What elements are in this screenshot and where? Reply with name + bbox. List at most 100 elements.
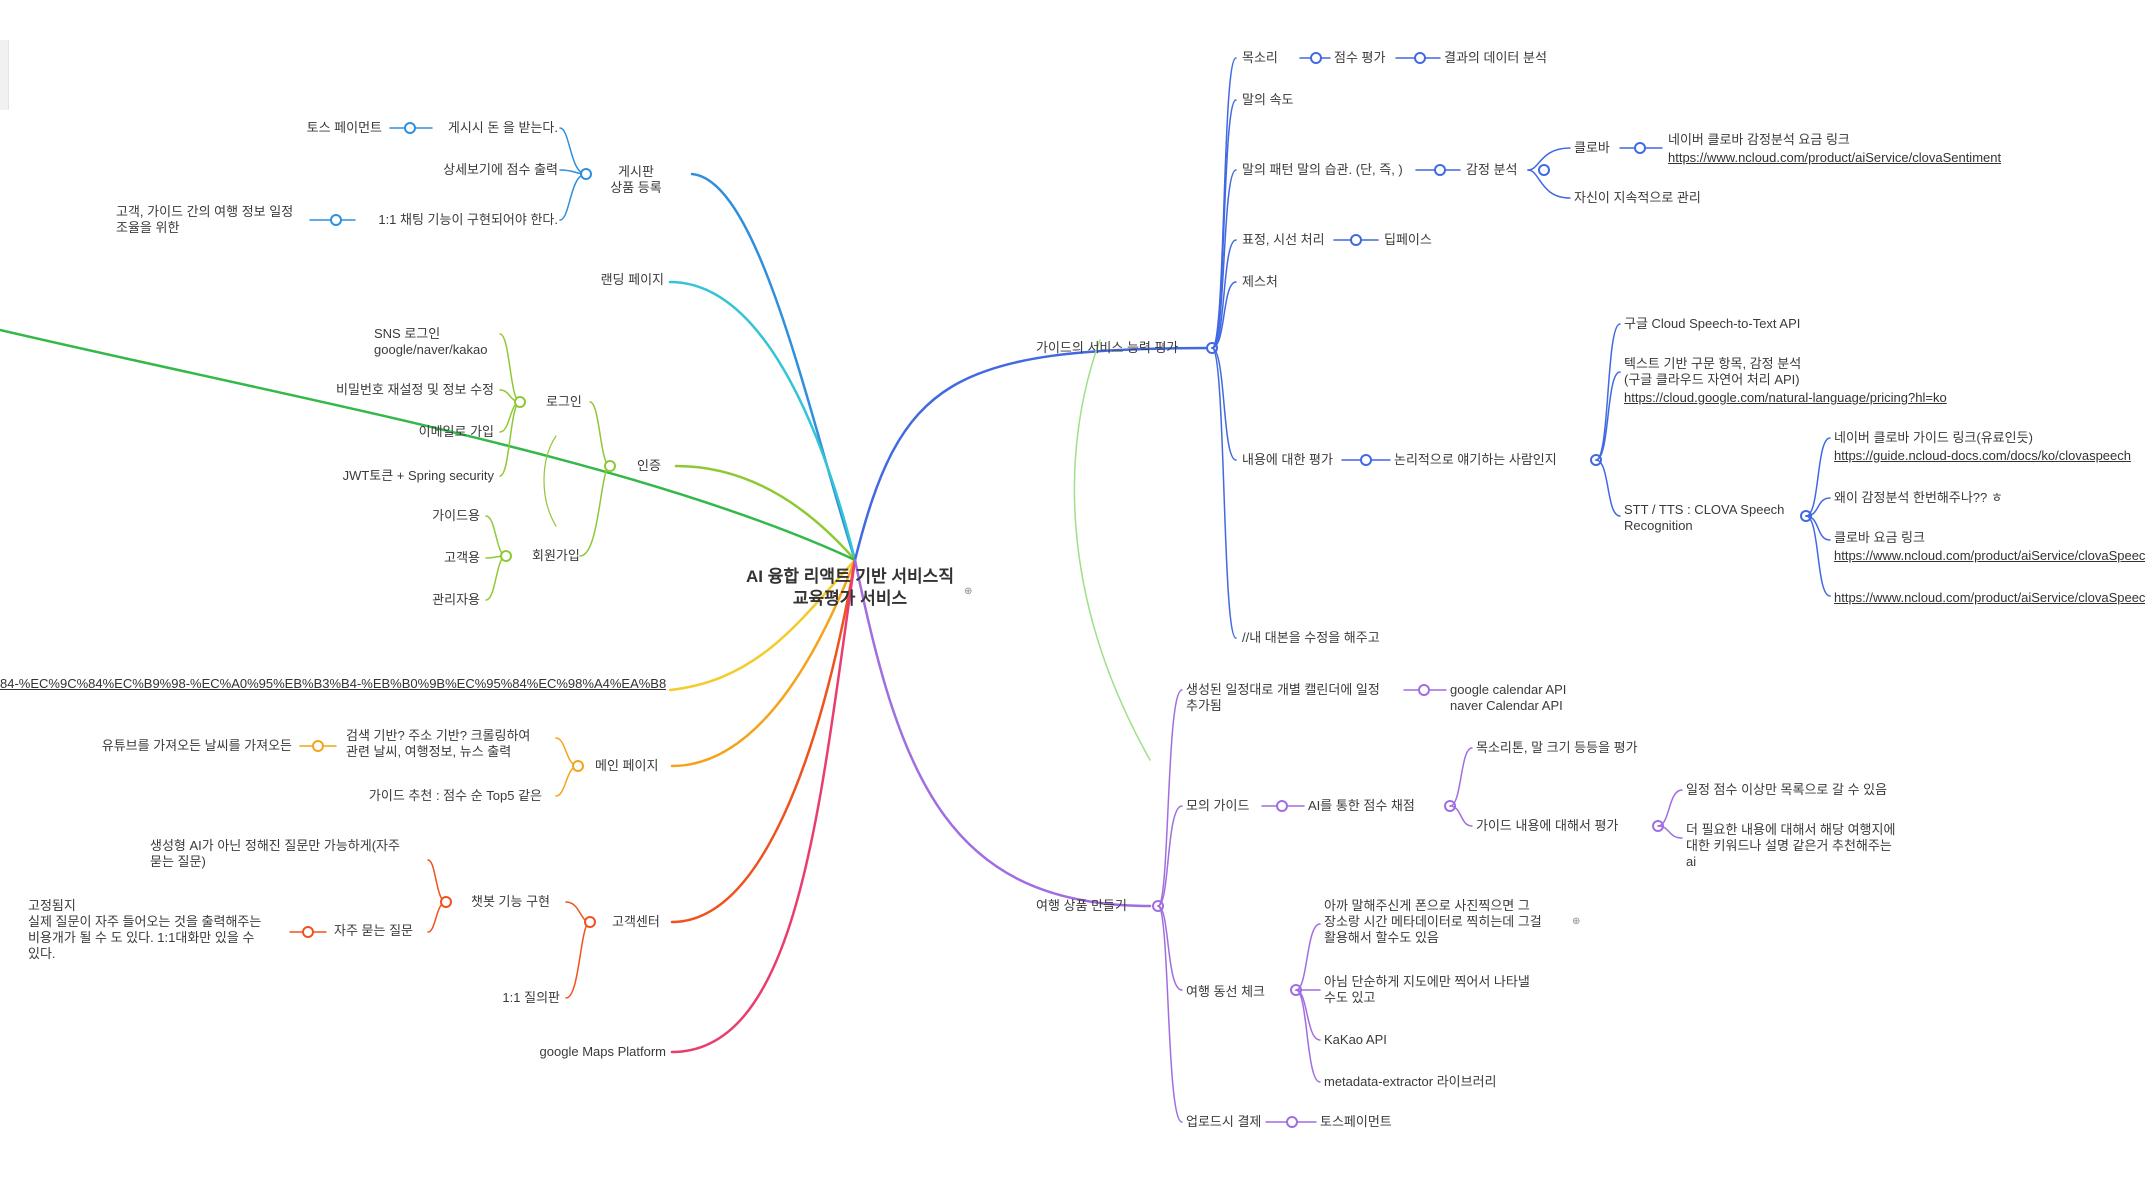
upload-payment[interactable]: 업로드시 결제 bbox=[1186, 1114, 1262, 1129]
content-eval[interactable]: 내용에 대한 평가 bbox=[1242, 452, 1333, 467]
url-link[interactable]: 84-%EC%9C%84%EC%B9%98-%EC%A0%95%EB%B3%B4… bbox=[0, 676, 666, 691]
clova[interactable]: 클로바 bbox=[1574, 140, 1610, 155]
voice-score[interactable]: 점수 평가 bbox=[1334, 50, 1386, 65]
faq[interactable]: 자주 묻는 질문 bbox=[334, 923, 413, 938]
google-maps[interactable]: google Maps Platform bbox=[539, 1044, 666, 1059]
voice[interactable]: 목소리 bbox=[1242, 50, 1278, 65]
collapse-node[interactable] bbox=[1350, 234, 1362, 246]
mock-guide[interactable]: 모의 가이드 bbox=[1186, 798, 1250, 813]
clova-link[interactable]: https://www.ncloud.com/product/aiService… bbox=[1668, 150, 2002, 165]
clova-guide-link[interactable]: https://guide.ncloud-docs.com/docs/ko/cl… bbox=[1834, 448, 2132, 463]
clova-guide-title[interactable]: 네이버 클로바 가이드 링크(유료인듯) bbox=[1834, 430, 2033, 445]
board-item-chat[interactable]: 1:1 채팅 기능이 구현되어야 한다. bbox=[378, 212, 558, 227]
board-topic[interactable]: 게시판 상품 등록 bbox=[610, 164, 662, 195]
clova-extra-link[interactable]: https://www.ncloud.com/product/aiService… bbox=[1834, 590, 2145, 605]
map-only[interactable]: 아님 단순하게 지도에만 찍어서 나타낼 수도 있고 bbox=[1324, 974, 1530, 1005]
main-recommend[interactable]: 가이드 추천 : 점수 순 Top5 같은 bbox=[368, 788, 542, 803]
signup-topic[interactable]: 회원가입 bbox=[532, 548, 580, 563]
main-page-topic[interactable]: 메인 페이지 bbox=[595, 758, 659, 773]
collapse-node[interactable] bbox=[312, 740, 324, 752]
collapse-node[interactable] bbox=[1634, 142, 1646, 154]
deepface[interactable]: 딥페이스 bbox=[1384, 232, 1432, 247]
sentiment-analysis[interactable]: 감정 분석 bbox=[1466, 162, 1518, 177]
toss-payment-travel[interactable]: 토스페이먼트 bbox=[1320, 1114, 1392, 1129]
collapse-node[interactable] bbox=[1418, 684, 1430, 696]
login-jwt[interactable]: JWT토큰 + Spring security bbox=[342, 468, 494, 483]
collapse-node[interactable] bbox=[514, 396, 526, 408]
chatbot[interactable]: 챗봇 기능 구현 bbox=[471, 894, 550, 909]
collapse-node[interactable] bbox=[604, 460, 616, 472]
metadata-extractor[interactable]: metadata-extractor 라이브러리 bbox=[1324, 1074, 1497, 1089]
clova-speech[interactable]: STT / TTS : CLOVA Speech Recognition bbox=[1624, 502, 1785, 533]
route-check[interactable]: 여행 동선 체크 bbox=[1186, 984, 1265, 999]
collapse-node[interactable] bbox=[1360, 454, 1372, 466]
collapse-node[interactable] bbox=[584, 916, 596, 928]
side-panel-tab[interactable] bbox=[0, 40, 9, 110]
google-nl[interactable]: 텍스트 기반 구문 항목, 감정 분석 (구글 클라우드 자연어 처리 API) bbox=[1624, 356, 1802, 387]
faq-note[interactable]: 고정됨지 실제 질문이 자주 들어오는 것을 출력해주는 비용개가 될 수 도 … bbox=[28, 898, 262, 961]
speech-pattern[interactable]: 말의 패턴 말의 습관. (단, 즉, ) bbox=[1242, 162, 1403, 177]
central-topic-line2[interactable]: 교육평가 서비스 bbox=[792, 589, 908, 608]
collapse-node[interactable] bbox=[1434, 164, 1446, 176]
collapse-node[interactable] bbox=[572, 760, 584, 772]
collapse-node[interactable] bbox=[404, 122, 416, 134]
board-item-payment[interactable]: 게시시 돈 을 받는다. bbox=[447, 120, 558, 135]
ai-score[interactable]: AI를 통한 점수 채점 bbox=[1308, 798, 1415, 813]
guide-eval-topic[interactable]: 가이드의 서비스 능력 평가 bbox=[1036, 340, 1179, 355]
clova-price-link[interactable]: https://www.ncloud.com/product/aiService… bbox=[1834, 548, 2145, 563]
self-manage[interactable]: 자신이 지속적으로 관리 bbox=[1574, 190, 1701, 205]
voice-result[interactable]: 결과의 데이터 분석 bbox=[1444, 50, 1547, 65]
branch-line bbox=[1805, 437, 1831, 517]
chatbot-note[interactable]: 생성형 AI가 아닌 정해진 질문만 가능하게(자주 묻는 질문) bbox=[150, 838, 400, 869]
link-icon[interactable]: ⊕ bbox=[964, 586, 973, 597]
travel-topic[interactable]: 여행 상품 만들기 bbox=[1036, 898, 1127, 913]
logical-speaker[interactable]: 논리적으로 얘기하는 사람인지 bbox=[1394, 452, 1557, 467]
collapse-node[interactable] bbox=[1310, 52, 1322, 64]
google-stt[interactable]: 구글 Cloud Speech-to-Text API bbox=[1624, 316, 1801, 331]
collapse-node[interactable] bbox=[1414, 52, 1426, 64]
board-item-score[interactable]: 상세보기에 점수 출력 bbox=[443, 162, 558, 177]
signup-customer[interactable]: 고객용 bbox=[444, 550, 480, 565]
photo-metadata[interactable]: 아까 말해주신게 폰으로 사진찍으면 그 장소랑 시간 메타데이터로 찍히는데 … bbox=[1324, 898, 1542, 945]
central-topic-line1[interactable]: AI 융합 리액트 기반 서비스직 bbox=[746, 567, 954, 586]
collapse-node[interactable] bbox=[580, 168, 592, 180]
clova-link-title[interactable]: 네이버 클로바 감정분석 요금 링크 bbox=[1668, 132, 1850, 147]
signup-admin[interactable]: 관리자용 bbox=[432, 592, 480, 607]
toss-payment[interactable]: 토스 페이먼트 bbox=[306, 120, 382, 135]
calendar-add[interactable]: 생성된 일정대로 개별 캘린더에 일정 추가됨 bbox=[1186, 682, 1380, 713]
branch-line bbox=[1211, 57, 1237, 349]
collapse-node[interactable] bbox=[1286, 1116, 1298, 1128]
collapse-node[interactable] bbox=[1276, 800, 1288, 812]
google-nl-link[interactable]: https://cloud.google.com/natural-languag… bbox=[1624, 390, 1947, 405]
auth-topic[interactable]: 인증 bbox=[637, 458, 661, 473]
login-password[interactable]: 비밀번호 재설정 및 정보 수정 bbox=[336, 382, 494, 397]
why-sentiment[interactable]: 왜이 감정분석 한번해주나?? ㅎ bbox=[1834, 490, 2003, 505]
login-topic[interactable]: 로그인 bbox=[546, 394, 582, 409]
threshold[interactable]: 일정 점수 이상만 목록으로 갈 수 있음 bbox=[1686, 782, 1888, 797]
collapse-node[interactable] bbox=[500, 550, 512, 562]
kakao-api[interactable]: KaKao API bbox=[1324, 1032, 1387, 1047]
collapse-node[interactable] bbox=[1538, 164, 1550, 176]
main-search[interactable]: 검색 기반? 주소 기반? 크롤링하여 관련 날씨, 여행정보, 뉴스 출력 bbox=[346, 728, 531, 759]
chat-reason[interactable]: 고객, 가이드 간의 여행 정보 일정 조율을 위한 bbox=[116, 204, 294, 235]
more-keywords[interactable]: 더 필요한 내용에 대해서 해당 여행지에 대한 키워드나 설명 같은거 추천해… bbox=[1686, 822, 1896, 869]
content-eval-travel[interactable]: 가이드 내용에 대해서 평가 bbox=[1476, 818, 1619, 833]
collapse-node[interactable] bbox=[440, 896, 452, 908]
main-youtube[interactable]: 유튜브를 가져오든 날씨를 가져오든 bbox=[101, 738, 292, 753]
login-sns[interactable]: SNS 로그인 google/naver/kakao bbox=[374, 326, 488, 357]
signup-guide[interactable]: 가이드용 bbox=[432, 508, 480, 523]
gesture[interactable]: 제스처 bbox=[1242, 274, 1278, 289]
face-gaze[interactable]: 표정, 시선 처리 bbox=[1242, 232, 1325, 247]
voice-eval[interactable]: 목소리톤, 말 크기 등등을 평가 bbox=[1476, 740, 1638, 755]
calendar-api[interactable]: google calendar API naver Calendar API bbox=[1450, 682, 1567, 713]
speech-speed[interactable]: 말의 속도 bbox=[1242, 92, 1294, 107]
clova-price-title[interactable]: 클로바 요금 링크 bbox=[1834, 530, 1925, 545]
script-edit[interactable]: //내 대본을 수정을 해주고 bbox=[1242, 630, 1380, 645]
collapse-node[interactable] bbox=[330, 214, 342, 226]
cs-topic[interactable]: 고객센터 bbox=[612, 914, 660, 929]
one-to-one[interactable]: 1:1 질의판 bbox=[502, 990, 560, 1005]
note-icon[interactable]: ⊕ bbox=[1572, 916, 1581, 927]
login-email[interactable]: 이메일로 가입 bbox=[418, 424, 494, 439]
landing-page[interactable]: 랜딩 페이지 bbox=[600, 272, 664, 287]
collapse-node[interactable] bbox=[302, 926, 314, 938]
